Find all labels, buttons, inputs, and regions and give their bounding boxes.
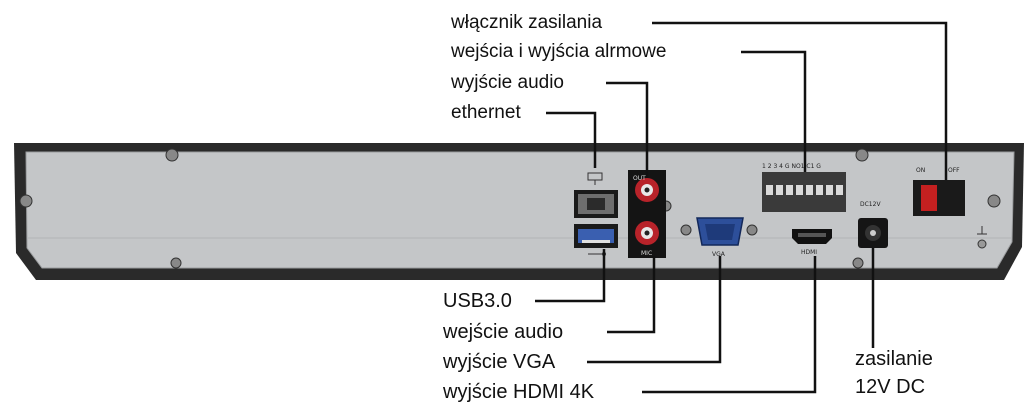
audio-in-jack	[635, 221, 659, 245]
vga-mark: VGA	[712, 251, 726, 258]
audio-out-jack	[635, 178, 659, 202]
usb-port	[574, 224, 618, 248]
label-audio-out: wyjście audio	[451, 72, 564, 93]
audio-in-mark: MIC	[641, 250, 652, 257]
ground-icon	[977, 226, 987, 249]
dc-power-jack	[858, 218, 888, 248]
device-panel	[25, 151, 1015, 269]
label-hdmi-out: wyjście HDMI 4K	[443, 381, 595, 403]
label-power-switch: włącznik zasilania	[451, 12, 603, 33]
hdmi-port	[792, 229, 832, 244]
audio-out-mark: OUT	[633, 175, 646, 182]
power-switch	[913, 180, 965, 216]
label-power-line1: zasilanie	[855, 348, 933, 370]
label-audio-in: wejście audio	[443, 321, 564, 343]
label-usb: USB3.0	[443, 290, 512, 312]
network-icon	[587, 172, 603, 185]
dc-mark: DC12V	[860, 201, 881, 208]
alarm-pins-mark: 1 2 3 4 G NO1 C1 G	[762, 163, 821, 170]
label-alarm-io: wejścia i wyjścia alrmowe	[451, 41, 667, 62]
hdmi-mark: HDMI	[801, 249, 817, 256]
label-power-line2: 12V DC	[855, 376, 926, 398]
label-ethernet: ethernet	[451, 102, 521, 123]
leader-lines	[535, 21, 948, 394]
alarm-terminal-block	[762, 172, 846, 212]
switch-off-mark: OFF	[948, 167, 960, 174]
ethernet-port	[574, 190, 618, 218]
vga-port	[696, 217, 744, 246]
switch-on-mark: ON	[916, 167, 925, 174]
label-vga-out: wyjście VGA	[443, 351, 556, 373]
